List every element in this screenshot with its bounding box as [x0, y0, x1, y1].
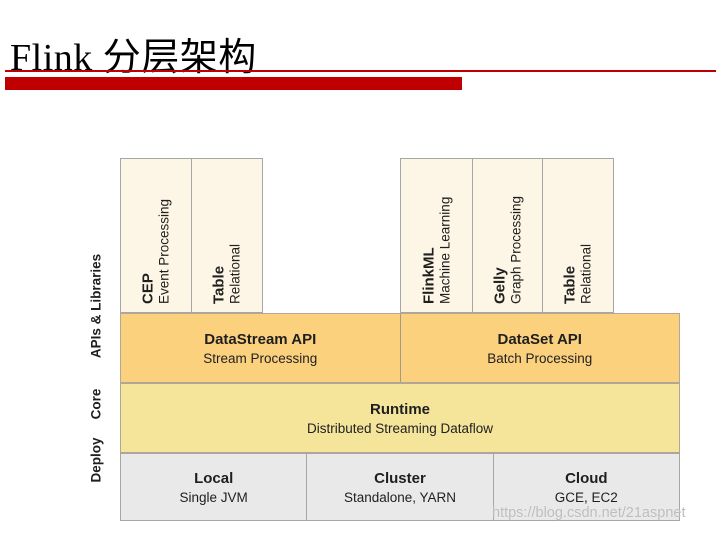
deploy-subtitle: Standalone, YARN	[343, 489, 457, 505]
core-subtitle: Distributed Streaming Dataflow	[306, 420, 494, 436]
deploy-cell-cloud: Cloud GCE, EC2	[492, 454, 679, 520]
library-name: Gelly	[491, 266, 509, 304]
library-name: Table	[561, 265, 579, 304]
red-accent-bar	[5, 77, 462, 90]
deploy-name: Cloud	[565, 469, 608, 487]
library-box-table-batch: Table Relational	[541, 159, 613, 312]
deploy-cell-local: Local Single JVM	[121, 454, 306, 520]
library-box-gelly: Gelly Graph Processing	[472, 159, 541, 312]
side-label-apis-libraries: APIs & Libraries	[88, 253, 104, 359]
deploy-cell-cluster: Cluster Standalone, YARN	[306, 454, 492, 520]
library-group-stream: CEP Event Processing Table Relational	[120, 158, 263, 313]
library-subtitle: Graph Processing	[508, 195, 524, 304]
side-label-deploy: Deploy	[88, 437, 104, 483]
library-subtitle: Relational	[227, 243, 243, 304]
library-box-cep: CEP Event Processing	[121, 159, 191, 312]
api-name: DataStream API	[204, 330, 317, 348]
api-band: DataStream API Stream Processing DataSet…	[120, 313, 680, 383]
watermark: https://blog.csdn.net/21aspnet	[492, 505, 686, 521]
slide-title: Flink 分层架构	[10, 37, 257, 80]
library-name: Table	[210, 265, 228, 304]
deploy-name: Local	[194, 469, 234, 487]
api-cell-datastream: DataStream API Stream Processing	[121, 314, 400, 382]
deploy-band: Local Single JVM Cluster Standalone, YAR…	[120, 453, 680, 521]
library-subtitle: Event Processing	[156, 198, 172, 304]
library-name: FlinkML	[420, 246, 438, 304]
core-name: Runtime	[370, 400, 430, 418]
library-box-table-stream: Table Relational	[191, 159, 262, 312]
library-subtitle: Relational	[578, 243, 594, 304]
deploy-subtitle: Single JVM	[179, 489, 248, 505]
library-group-batch: FlinkML Machine Learning Gelly Graph Pro…	[400, 158, 614, 313]
core-band-runtime: Runtime Distributed Streaming Dataflow	[120, 383, 680, 453]
api-cell-dataset: DataSet API Batch Processing	[399, 314, 680, 382]
library-subtitle: Machine Learning	[437, 196, 453, 304]
api-subtitle: Batch Processing	[487, 350, 593, 366]
library-box-flinkml: FlinkML Machine Learning	[401, 159, 472, 312]
deploy-subtitle: GCE, EC2	[554, 489, 618, 505]
api-subtitle: Stream Processing	[203, 350, 318, 366]
deploy-name: Cluster	[374, 469, 426, 487]
red-divider-line	[5, 70, 716, 72]
side-label-core: Core	[88, 388, 104, 420]
library-name: CEP	[139, 272, 157, 304]
api-name: DataSet API	[497, 330, 582, 348]
